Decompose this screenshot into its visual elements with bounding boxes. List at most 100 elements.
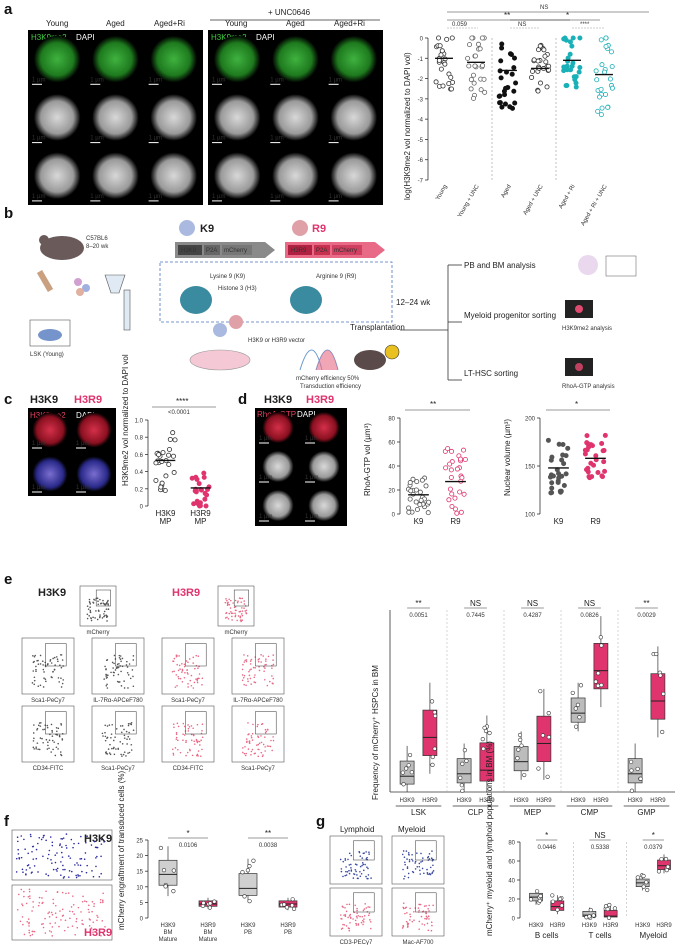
event-dot xyxy=(120,753,122,756)
data-point xyxy=(502,92,508,98)
event-dot xyxy=(95,610,97,612)
nucleus-image xyxy=(308,411,340,444)
p-value: 0.5338 xyxy=(591,845,610,851)
data-point xyxy=(408,488,414,494)
event-dot xyxy=(234,615,237,618)
scale-label: 1 µm xyxy=(212,136,225,142)
data-point xyxy=(171,470,177,476)
bone-icon xyxy=(36,269,54,293)
event-dot xyxy=(362,909,365,912)
event-dot xyxy=(368,906,371,908)
event-dot xyxy=(86,864,89,867)
event-dot xyxy=(56,852,58,854)
scale-label: 1 µm xyxy=(149,77,162,83)
event-dot xyxy=(268,745,270,747)
event-dot xyxy=(236,601,239,604)
event-dot xyxy=(46,726,49,729)
event-dot xyxy=(409,913,411,916)
data-point xyxy=(545,774,550,779)
data-point xyxy=(599,105,605,111)
event-dot xyxy=(425,915,428,918)
event-dot xyxy=(241,674,244,676)
event-dot xyxy=(427,929,430,932)
event-dot xyxy=(37,871,39,873)
c-col-h3r9: H3R9 xyxy=(74,394,102,406)
event-dot xyxy=(344,915,347,918)
event-dot xyxy=(175,733,178,736)
event-dot xyxy=(54,912,57,915)
event-dot xyxy=(52,670,54,673)
event-dot xyxy=(114,736,116,738)
event-dot xyxy=(258,665,260,668)
event-dot xyxy=(65,844,67,847)
event-dot xyxy=(100,855,102,858)
event-dot xyxy=(262,655,265,657)
event-dot xyxy=(39,722,42,724)
data-point xyxy=(498,75,504,81)
event-dot xyxy=(86,605,89,607)
event-dot xyxy=(430,929,433,932)
event-dot xyxy=(96,597,99,600)
event-dot xyxy=(63,929,66,932)
event-dot xyxy=(247,733,249,736)
p-value: 0.0106 xyxy=(179,843,198,849)
x-tick-label: Young xyxy=(435,184,449,202)
event-dot xyxy=(132,675,134,678)
event-dot xyxy=(411,858,413,861)
event-dot xyxy=(260,661,262,663)
data-point xyxy=(167,436,173,442)
event-dot xyxy=(416,852,418,854)
data-point xyxy=(472,53,478,59)
radiation-icon xyxy=(384,344,400,360)
event-dot xyxy=(92,921,95,924)
data-point xyxy=(202,496,208,502)
x-tick-label: H3R9 xyxy=(422,798,438,804)
event-dot xyxy=(242,676,245,679)
event-dot xyxy=(431,850,433,852)
event-dot xyxy=(180,671,183,673)
event-dot xyxy=(245,741,248,744)
event-dot xyxy=(192,656,195,659)
event-dot xyxy=(343,924,346,926)
event-dot xyxy=(113,671,115,674)
x-tick-label: Aged + Ri + UNC xyxy=(580,183,609,227)
event-dot xyxy=(122,753,125,756)
counter-label: DAPI xyxy=(76,33,95,42)
event-dot xyxy=(404,912,406,915)
event-dot xyxy=(55,868,57,871)
event-dot xyxy=(132,685,135,688)
nucleus-image xyxy=(272,152,319,200)
event-dot xyxy=(121,725,124,727)
event-dot xyxy=(245,612,248,615)
event-dot xyxy=(79,858,81,860)
col-young: Young xyxy=(46,19,68,28)
data-point xyxy=(584,433,590,439)
event-dot xyxy=(117,666,120,669)
data-point xyxy=(530,68,536,74)
transplant-label: Transplantation xyxy=(350,323,405,332)
p-value: 0.7445 xyxy=(466,613,485,619)
event-dot xyxy=(193,740,196,743)
event-dot xyxy=(181,681,184,683)
y-tick-label: 20 xyxy=(136,854,143,860)
data-point xyxy=(448,467,454,473)
data-point xyxy=(661,691,666,697)
x-tick-label: H3R9 xyxy=(479,798,495,804)
event-dot xyxy=(251,739,254,741)
data-point xyxy=(160,450,166,456)
data-point xyxy=(502,101,508,107)
event-dot xyxy=(119,658,122,661)
y-tick-label: 5 xyxy=(140,901,144,907)
event-dot xyxy=(352,877,355,879)
event-dot xyxy=(172,723,175,726)
event-dot xyxy=(427,855,430,858)
event-dot xyxy=(61,915,64,917)
event-dot xyxy=(113,746,115,749)
lsk-label: LSK (Young) xyxy=(30,352,64,358)
mouse-strain: C57BL6 xyxy=(86,236,108,242)
event-dot xyxy=(107,748,110,750)
data-point xyxy=(172,437,178,443)
event-dot xyxy=(245,609,248,612)
event-dot xyxy=(43,671,45,673)
